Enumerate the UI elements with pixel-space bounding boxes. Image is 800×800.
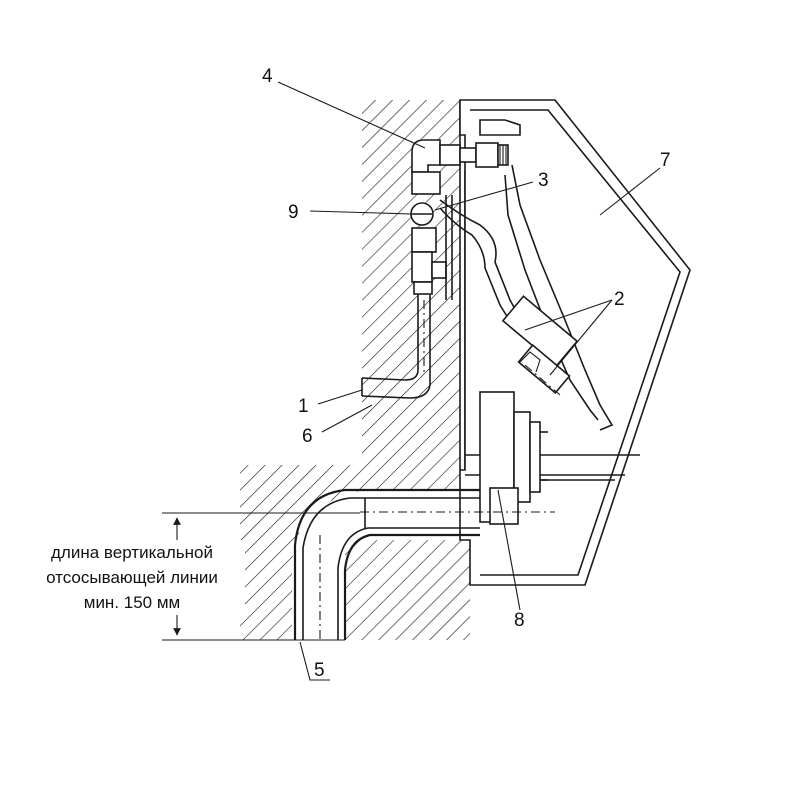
valve-bottom-nut xyxy=(413,281,433,295)
callout-8: 8 xyxy=(514,610,525,631)
leader-9 xyxy=(309,210,413,215)
leader-6 xyxy=(321,404,373,433)
leader-5 xyxy=(299,641,330,681)
callout-2: 2 xyxy=(614,289,625,310)
valve-body-mid xyxy=(411,227,437,253)
leader-8 xyxy=(497,489,521,611)
urinal-inner-contour xyxy=(470,109,681,576)
leader-2a xyxy=(524,299,613,331)
connector-4 xyxy=(459,147,477,163)
spreader-ribs xyxy=(499,145,507,165)
leader-4 xyxy=(277,81,426,149)
callout-1: 1 xyxy=(298,396,309,417)
dim-label-line1: длина вертикальной xyxy=(51,543,213,562)
nut-4 xyxy=(439,144,461,166)
drain-pipe-inner xyxy=(343,533,480,640)
valve-body-lower xyxy=(411,251,433,283)
sensor-box-2b xyxy=(517,344,571,394)
sensor-box-2a xyxy=(501,295,579,367)
leader-2b xyxy=(549,299,613,376)
drain-cap xyxy=(529,421,541,493)
leader-3 xyxy=(434,181,534,211)
flush-pipe-3 xyxy=(439,199,521,319)
spreader-nut xyxy=(475,142,499,168)
supply-pipe-1 xyxy=(361,295,419,381)
callout-9: 9 xyxy=(288,202,299,223)
supply-elbow xyxy=(411,139,441,173)
callout-3: 3 xyxy=(538,170,549,191)
callout-6: 6 xyxy=(302,426,313,447)
drain-pipe-outer xyxy=(293,488,480,640)
leader-1 xyxy=(317,389,363,405)
drain-socket xyxy=(489,487,519,525)
callout-7: 7 xyxy=(660,150,671,171)
dim-label-line3: мин. 150 мм xyxy=(84,593,180,612)
dim-label-line2: отсосывающей линии xyxy=(46,568,218,587)
callout-5: 5 xyxy=(314,660,325,681)
leader-7 xyxy=(599,167,661,216)
valve-side-box xyxy=(431,261,447,279)
floor-hatch xyxy=(240,465,460,640)
valve-body-top xyxy=(411,171,441,195)
callout-4: 4 xyxy=(262,66,273,87)
urinal-cavity xyxy=(479,119,521,136)
floor-block-hatch xyxy=(345,540,470,640)
